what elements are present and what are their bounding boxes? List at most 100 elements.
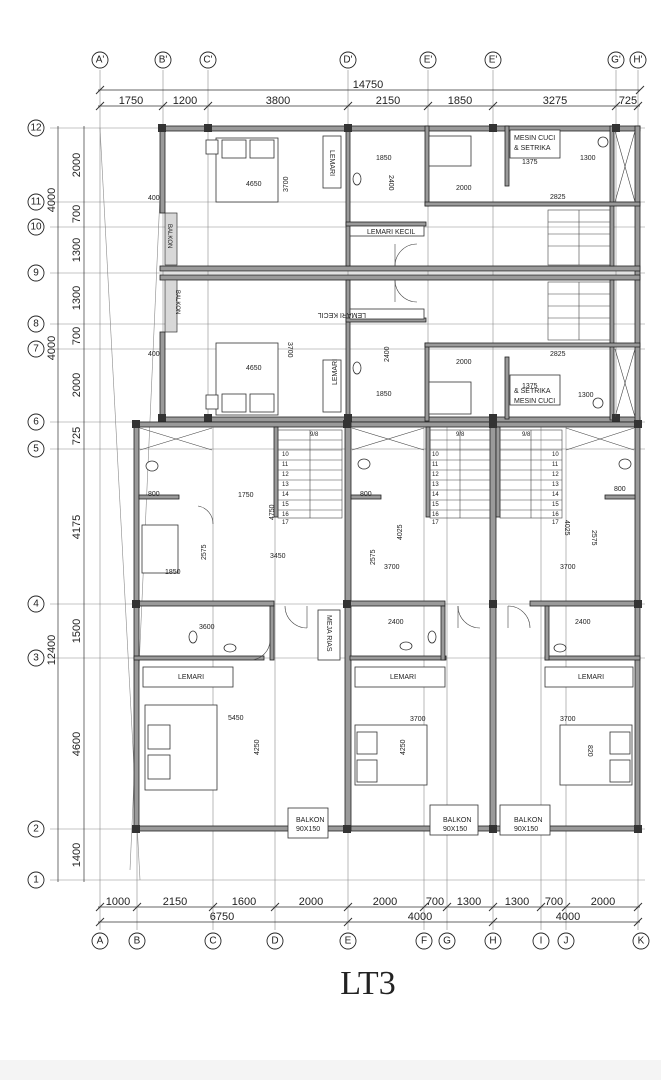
svg-text:2575: 2575 bbox=[370, 549, 377, 565]
label-balkon: BALKON bbox=[296, 817, 324, 824]
drawing-title: LT3 bbox=[340, 965, 395, 1002]
label-meja-rias: MEJA RIAS bbox=[325, 615, 332, 652]
svg-text:4600: 4600 bbox=[71, 732, 83, 756]
svg-text:2575: 2575 bbox=[201, 544, 208, 560]
label-lemari: LEMARI bbox=[328, 150, 335, 176]
svg-text:12: 12 bbox=[282, 472, 289, 478]
svg-text:16: 16 bbox=[552, 512, 559, 518]
svg-text:400: 400 bbox=[148, 195, 160, 202]
svg-text:10: 10 bbox=[432, 452, 439, 458]
svg-text:4250: 4250 bbox=[254, 739, 261, 755]
svg-text:3700: 3700 bbox=[286, 342, 293, 358]
svg-text:E': E' bbox=[424, 55, 433, 66]
svg-text:800: 800 bbox=[360, 491, 372, 498]
svg-text:2: 2 bbox=[33, 824, 39, 835]
axis-bubble: 2 bbox=[27, 820, 45, 838]
label-mesin-cuci: MESIN CUCI bbox=[514, 398, 555, 405]
svg-text:2000: 2000 bbox=[299, 896, 323, 908]
svg-text:1850: 1850 bbox=[165, 569, 181, 576]
axis-bubble: 7 bbox=[27, 340, 45, 358]
svg-text:4000: 4000 bbox=[408, 911, 432, 923]
label-setrika: & SETRIKA bbox=[514, 388, 551, 395]
svg-text:15: 15 bbox=[552, 502, 559, 508]
svg-text:D: D bbox=[271, 936, 278, 947]
label-balkon: BALKON bbox=[174, 290, 180, 314]
svg-text:4750: 4750 bbox=[269, 504, 276, 520]
axis-bubble: B bbox=[128, 932, 146, 950]
top-axis-bubbles: A' B' C' D' E' E' G' H' bbox=[91, 51, 647, 69]
svg-text:700: 700 bbox=[71, 205, 83, 223]
svg-text:15: 15 bbox=[282, 502, 289, 508]
svg-text:H: H bbox=[489, 936, 496, 947]
svg-text:700: 700 bbox=[71, 327, 83, 345]
svg-text:1300: 1300 bbox=[71, 286, 83, 310]
svg-text:2000: 2000 bbox=[71, 153, 83, 177]
svg-text:1375: 1375 bbox=[522, 383, 538, 390]
label-lemari: LEMARI bbox=[178, 674, 204, 681]
svg-text:17: 17 bbox=[282, 520, 289, 526]
svg-text:11: 11 bbox=[31, 197, 42, 208]
svg-text:B: B bbox=[134, 936, 141, 947]
svg-text:K: K bbox=[638, 936, 645, 947]
svg-text:2400: 2400 bbox=[387, 175, 394, 191]
room-labels: LEMARI LEMARI LEMARI KECIL LEMARI KECIL … bbox=[166, 135, 604, 833]
label-balkon-size: 90X150 bbox=[296, 826, 320, 833]
svg-text:8: 8 bbox=[33, 319, 39, 330]
axis-bubble: H bbox=[484, 932, 502, 950]
svg-text:10: 10 bbox=[30, 222, 42, 233]
axis-bubble: E' bbox=[484, 51, 502, 69]
stairs bbox=[139, 130, 636, 519]
label-balkon-size: 90X150 bbox=[514, 826, 538, 833]
svg-text:3450: 3450 bbox=[270, 553, 286, 560]
axis-bubble: 11 bbox=[27, 193, 45, 211]
axis-bubble: 9 bbox=[27, 264, 45, 282]
axis-bubble: E bbox=[339, 932, 357, 950]
axis-bubble: E' bbox=[419, 51, 437, 69]
svg-text:5450: 5450 bbox=[228, 715, 244, 722]
bottom-axis-bubbles: A B C D E F G H I J K bbox=[91, 932, 650, 950]
upper-block-walls bbox=[158, 124, 641, 423]
label-balkon: BALKON bbox=[166, 224, 172, 248]
interior-dimensions: 1850 1850 2400 2400 2000 2000 1375 1375 … bbox=[148, 155, 626, 757]
axis-bubble: 1 bbox=[27, 871, 45, 889]
svg-text:400: 400 bbox=[148, 351, 160, 358]
lower-block-walls bbox=[132, 420, 642, 833]
axis-bubble: 3 bbox=[27, 649, 45, 667]
top-dim-6: 3275 bbox=[543, 95, 567, 107]
svg-text:11: 11 bbox=[552, 462, 559, 468]
left-dim-total: 12400 bbox=[46, 635, 58, 666]
axis-bubble: 12 bbox=[27, 119, 45, 137]
svg-text:1000: 1000 bbox=[106, 896, 130, 908]
left-dim-4000-lower: 4000 bbox=[46, 336, 58, 360]
svg-text:D': D' bbox=[343, 55, 352, 66]
svg-text:1300: 1300 bbox=[578, 392, 594, 399]
left-dimension-chain: 4000 4000 12400 2000 700 1300 1300 700 2… bbox=[46, 126, 85, 882]
axis-bubble: 4 bbox=[27, 595, 45, 613]
svg-text:1300: 1300 bbox=[505, 896, 529, 908]
top-dim-1: 1750 bbox=[119, 95, 143, 107]
svg-text:6750: 6750 bbox=[210, 911, 234, 923]
axis-bubble: G' bbox=[607, 51, 625, 69]
axis-bubble: D' bbox=[339, 51, 357, 69]
svg-text:3700: 3700 bbox=[410, 716, 426, 723]
axis-bubble: K bbox=[632, 932, 650, 950]
svg-text:12: 12 bbox=[432, 472, 439, 478]
label-balkon: BALKON bbox=[443, 817, 471, 824]
svg-text:1600: 1600 bbox=[232, 896, 256, 908]
svg-text:1: 1 bbox=[33, 875, 39, 886]
svg-text:4025: 4025 bbox=[397, 524, 404, 540]
svg-text:2000: 2000 bbox=[373, 896, 397, 908]
svg-text:12: 12 bbox=[552, 472, 559, 478]
svg-text:17: 17 bbox=[552, 520, 559, 526]
svg-text:3700: 3700 bbox=[560, 564, 576, 571]
footer-band bbox=[0, 1060, 661, 1080]
axis-bubble: 6 bbox=[27, 413, 45, 431]
label-lemari: LEMARI bbox=[332, 359, 339, 385]
left-dim-4000-upper: 4000 bbox=[46, 188, 58, 212]
axis-bubble: J bbox=[557, 932, 575, 950]
svg-text:E': E' bbox=[489, 55, 498, 66]
axis-bubble: C' bbox=[199, 51, 217, 69]
svg-text:13: 13 bbox=[552, 482, 559, 488]
svg-text:C: C bbox=[209, 936, 216, 947]
